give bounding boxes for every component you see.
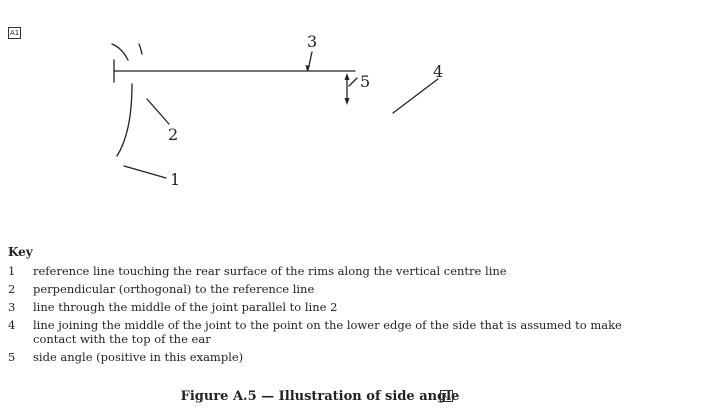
key-item-text: line through the middle of the joint par… bbox=[33, 300, 338, 314]
amendment-start-mark: A1 bbox=[8, 27, 22, 39]
diagram-label-5: 5 bbox=[360, 72, 370, 91]
key-item-text: line joining the middle of the joint to … bbox=[33, 318, 622, 346]
key-item: 3 line through the middle of the joint p… bbox=[8, 300, 688, 314]
figure-caption: Figure A.5 — Illustration of side angle bbox=[0, 389, 640, 404]
diagram-label-2: 2 bbox=[168, 125, 178, 144]
arrowhead-3 bbox=[305, 65, 310, 71]
key-item-number: 5 bbox=[8, 350, 16, 364]
leader-line-5 bbox=[348, 77, 358, 87]
key-item-number: 3 bbox=[8, 300, 16, 314]
key-item-number: 2 bbox=[8, 282, 16, 296]
leader-line-2 bbox=[146, 98, 170, 125]
key-item-number: 1 bbox=[8, 264, 16, 278]
key-item-number: 4 bbox=[8, 318, 16, 332]
side-curve bbox=[116, 83, 133, 157]
key-heading: Key bbox=[8, 245, 33, 259]
key-item-text: perpendicular (orthogonal) to the refere… bbox=[33, 282, 315, 296]
amendment-start-label: A1 bbox=[10, 29, 20, 37]
leader-line-1 bbox=[123, 165, 167, 179]
arrowhead-up bbox=[344, 73, 350, 80]
side-angle-diagram: 2 1 3 4 5 bbox=[111, 32, 443, 189]
key-item: 4 line joining the middle of the joint t… bbox=[8, 318, 688, 346]
amendment-end-label: A1 bbox=[442, 392, 452, 400]
upper-curve-left bbox=[111, 43, 129, 61]
diagram-label-4: 4 bbox=[433, 62, 443, 81]
arrowhead-down bbox=[344, 98, 350, 105]
key-item: 1 reference line touching the rear surfa… bbox=[8, 264, 688, 278]
amendment-end-mark: A1 bbox=[440, 390, 454, 402]
upper-curve-right bbox=[138, 43, 143, 55]
figure-caption-text: Figure A.5 — Illustration of side angle bbox=[180, 389, 460, 404]
diagram-label-1: 1 bbox=[170, 170, 180, 189]
key-item: 2 perpendicular (orthogonal) to the refe… bbox=[8, 282, 688, 296]
line-4 bbox=[392, 78, 439, 114]
diagram-label-3: 3 bbox=[307, 32, 317, 51]
key-item: 5 side angle (positive in this example) bbox=[8, 350, 688, 364]
key-item-text: side angle (positive in this example) bbox=[33, 350, 244, 364]
key-item-text: reference line touching the rear surface… bbox=[33, 264, 507, 278]
key-section: Key 1 reference line touching the rear s… bbox=[8, 245, 688, 368]
